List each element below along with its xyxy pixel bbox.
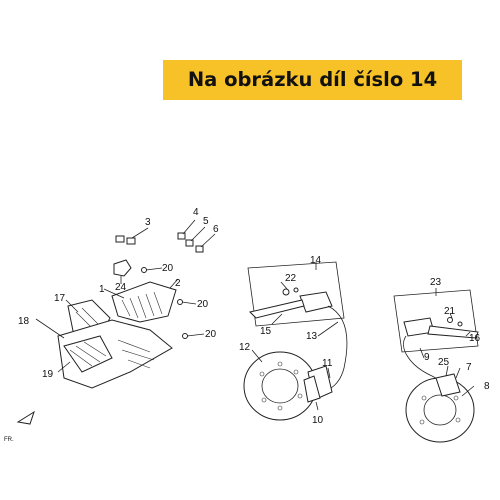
bracket-part-24: [113, 259, 132, 277]
callout-5: 5: [203, 216, 209, 227]
clip-part-4: [177, 232, 186, 240]
callout-23: 23: [430, 277, 442, 288]
callout-20-top: 20: [162, 263, 174, 274]
callout-4: 4: [193, 207, 199, 218]
headlight-housing-part-18: [57, 319, 173, 389]
callout-14: 14: [310, 255, 322, 266]
callout-8: 8: [484, 381, 490, 392]
clip-part-3b: [126, 237, 136, 245]
callout-11: 11: [322, 358, 333, 369]
callout-19: 19: [42, 369, 54, 380]
callout-22: 22: [285, 273, 297, 284]
rear-brake-lever-part-16: [427, 325, 479, 339]
callout-2: 2: [175, 278, 181, 289]
front-cowl-assembly: FR.: [4, 219, 216, 443]
callout-12: 12: [239, 342, 251, 353]
callout-9: 9: [424, 352, 430, 363]
callout-20-middle: 20: [197, 299, 209, 310]
part-number-banner: Na obrázku díl číslo 14: [163, 60, 462, 100]
callout-7: 7: [466, 362, 472, 373]
callout-21: 21: [444, 306, 456, 317]
callout-16: 16: [469, 333, 481, 344]
rear-brake-assembly: [393, 288, 479, 443]
front-direction-arrow: [16, 410, 35, 425]
brake-lever-part-15: [249, 299, 305, 319]
master-cylinder: [299, 291, 333, 313]
direction-label: FR.: [4, 437, 14, 443]
assembly-frame-23: [393, 289, 479, 353]
clip-part-3a: [115, 235, 125, 243]
callout-3: 3: [145, 217, 151, 228]
callout-24: 24: [115, 282, 127, 293]
callout-labels: 1 2 3 4 5 6 7 8 9 10 11 12 13 14 15 16 1…: [18, 207, 490, 426]
clip-part-5: [185, 239, 194, 247]
callout-6: 6: [213, 224, 219, 235]
callout-10: 10: [312, 415, 324, 426]
callout-18: 18: [18, 316, 30, 327]
clip-part-6: [195, 245, 204, 253]
brake-pad-part-10: [303, 375, 321, 403]
front-brake-assembly: [243, 261, 348, 421]
callout-1: 1: [99, 284, 105, 295]
callout-20-bottom: 20: [205, 329, 217, 340]
callout-13: 13: [306, 331, 318, 342]
callout-15: 15: [260, 326, 272, 337]
callout-25: 25: [438, 357, 450, 368]
assembly-frame-14: [247, 261, 345, 327]
rear-caliper-part-25: [435, 373, 461, 397]
callout-17: 17: [54, 293, 66, 304]
